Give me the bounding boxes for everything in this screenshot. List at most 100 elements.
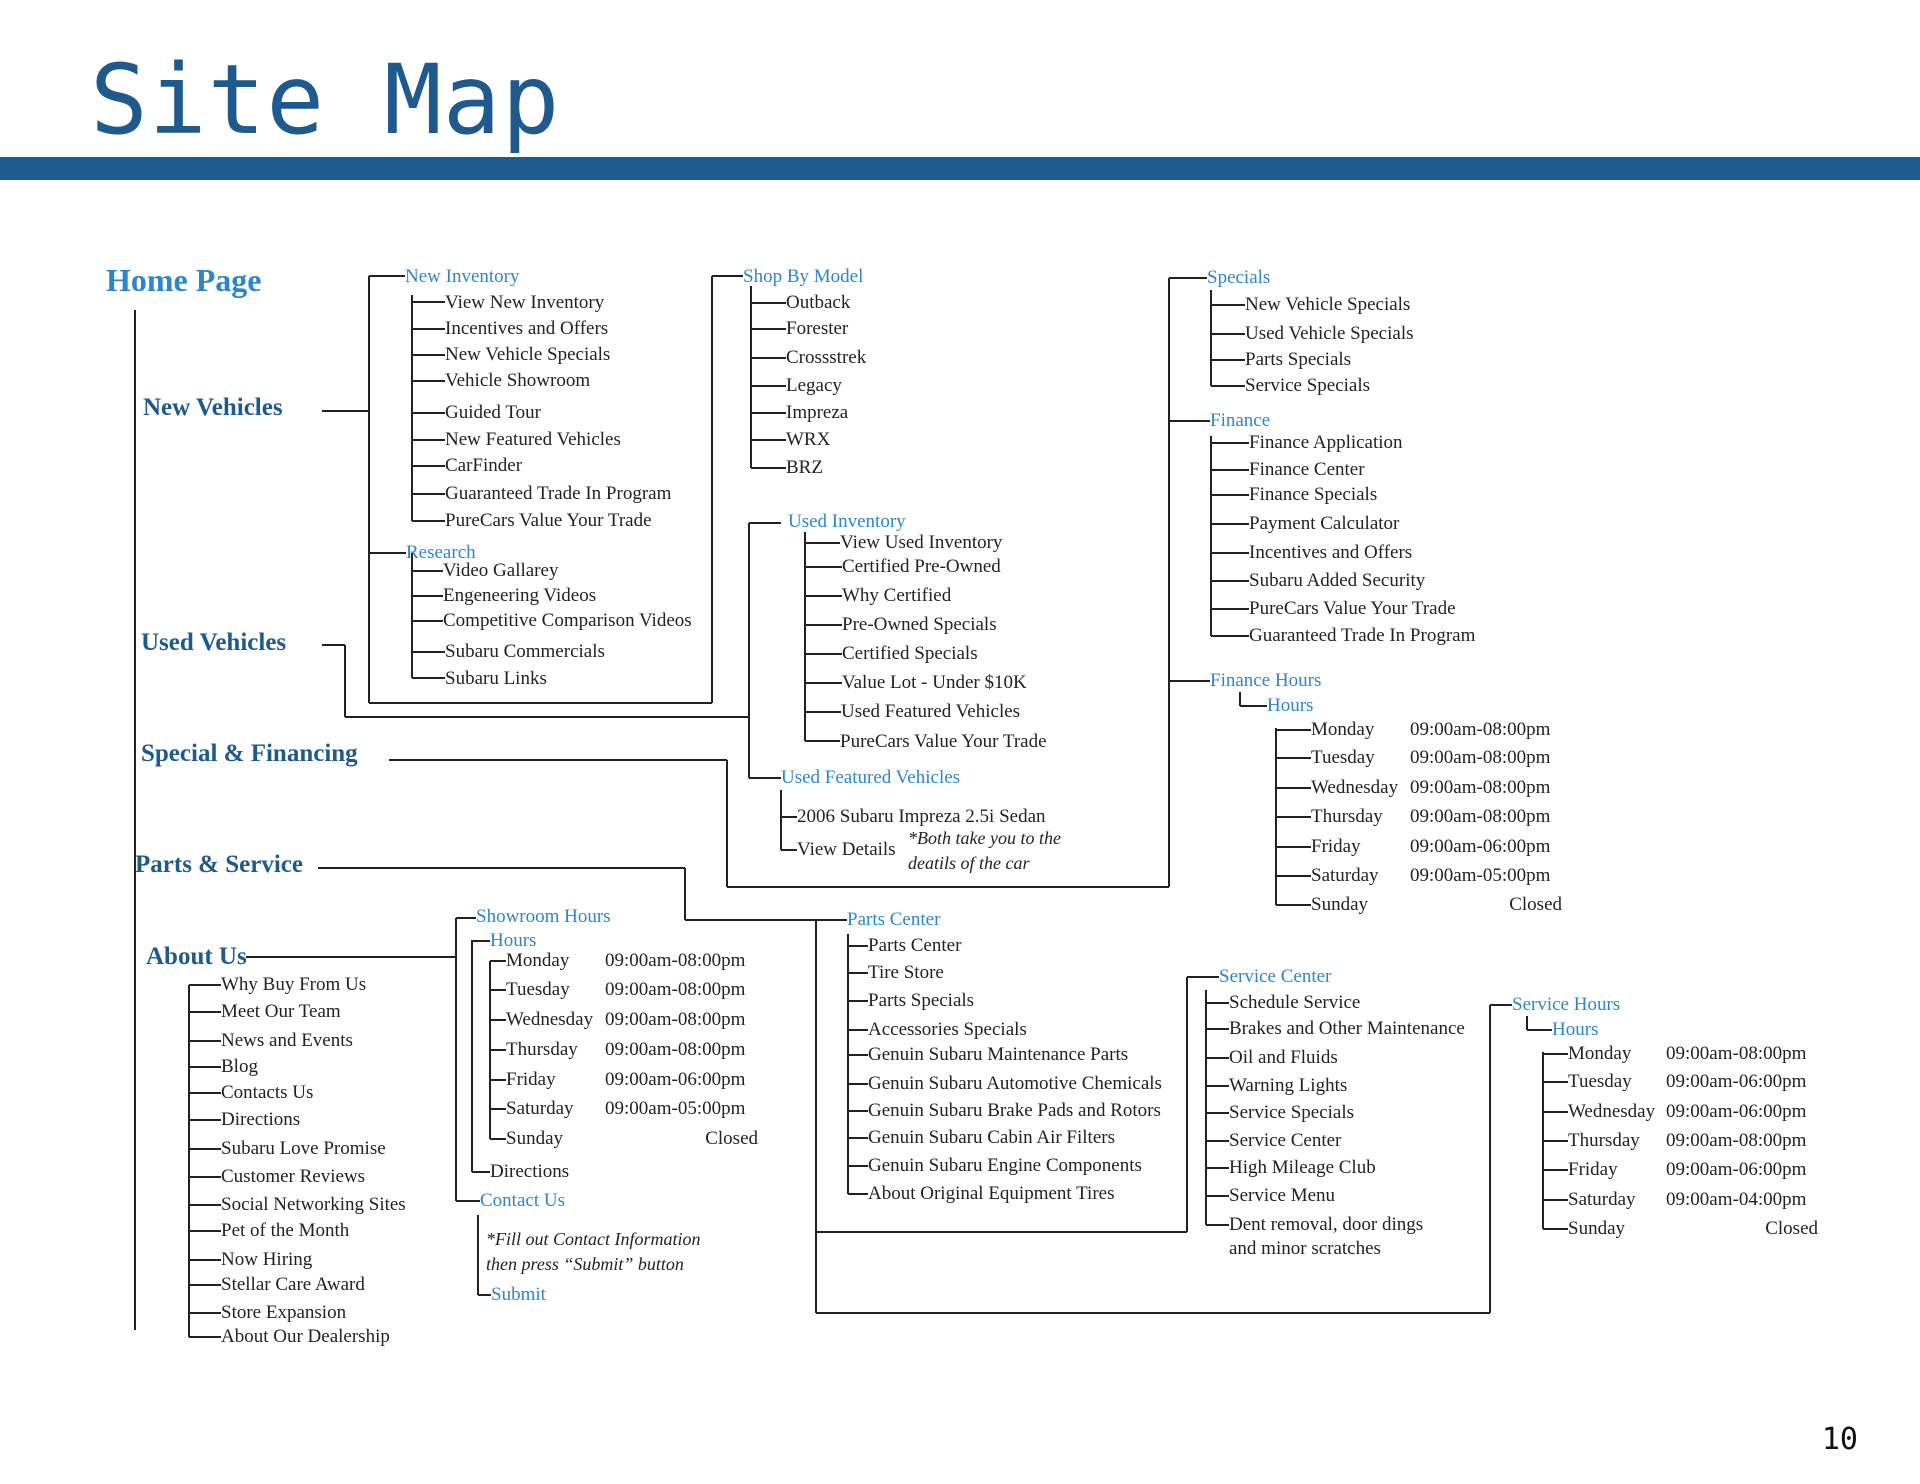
new-inventory-item[interactable]: New Vehicle Specials — [445, 344, 611, 365]
research-item[interactable]: Competitive Comparison Videos — [443, 610, 692, 631]
parts-center-item[interactable]: Genuin Subaru Cabin Air Filters — [868, 1127, 1115, 1148]
submit-link[interactable]: Submit — [491, 1284, 546, 1305]
about-item[interactable]: Now Hiring — [221, 1249, 313, 1270]
research-heading[interactable]: Research — [406, 542, 476, 563]
new-inventory-item[interactable]: Guided Tour — [445, 402, 541, 423]
finance-item[interactable]: Finance Center — [1249, 459, 1365, 480]
research-item[interactable]: Engeneering Videos — [443, 585, 597, 606]
service-hours-time: 09:00am-06:00pm — [1666, 1159, 1807, 1180]
about-item[interactable]: Contacts Us — [221, 1082, 314, 1103]
service-center-item[interactable]: Dent removal, door dings — [1229, 1214, 1424, 1235]
about-item[interactable]: Customer Reviews — [221, 1166, 366, 1187]
service-center-item[interactable]: Oil and Fluids — [1229, 1047, 1338, 1068]
model-item[interactable]: BRZ — [786, 457, 823, 478]
parts-center-item[interactable]: Parts Specials — [868, 990, 975, 1011]
parts-center-item[interactable]: Parts Center — [868, 935, 962, 956]
model-item[interactable]: Impreza — [786, 402, 849, 423]
about-item[interactable]: Why Buy From Us — [221, 974, 367, 995]
about-item[interactable]: Stellar Care Award — [221, 1274, 365, 1295]
section-special-financing[interactable]: Special & Financing — [141, 740, 358, 767]
about-item[interactable]: About Our Dealership — [221, 1326, 390, 1347]
finance-hours-day: Tuesday — [1311, 747, 1375, 768]
section-about-us[interactable]: About Us — [146, 943, 247, 970]
service-center-item[interactable]: High Mileage Club — [1229, 1157, 1376, 1178]
specials-heading[interactable]: Specials — [1207, 267, 1271, 288]
finance-item[interactable]: Finance Application — [1249, 432, 1403, 453]
specials-item[interactable]: Parts Specials — [1245, 349, 1352, 370]
used-inventory-item[interactable]: PureCars Value Your Trade — [840, 731, 1047, 752]
model-item[interactable]: Legacy — [786, 375, 842, 396]
about-item[interactable]: Pet of the Month — [221, 1220, 350, 1241]
contact-us-heading[interactable]: Contact Us — [480, 1190, 565, 1211]
used-inventory-item[interactable]: Value Lot - Under $10K — [842, 672, 1027, 693]
parts-center-item[interactable]: Genuin Subaru Engine Components — [868, 1155, 1142, 1176]
used-inventory-item[interactable]: Pre-Owned Specials — [842, 614, 997, 635]
finance-item[interactable]: Subaru Added Security — [1249, 570, 1426, 591]
new-inventory-item[interactable]: CarFinder — [445, 455, 523, 476]
specials-item[interactable]: Service Specials — [1245, 375, 1371, 396]
finance-heading[interactable]: Finance — [1210, 410, 1271, 431]
used-featured-heading[interactable]: Used Featured Vehicles — [781, 767, 961, 788]
research-item[interactable]: Video Gallarey — [443, 560, 559, 581]
about-item[interactable]: Store Expansion — [221, 1302, 347, 1323]
new-inventory-item[interactable]: Guaranteed Trade In Program — [445, 483, 672, 504]
about-item[interactable]: Directions — [221, 1109, 301, 1130]
parts-center-item[interactable]: About Original Equipment Tires — [868, 1183, 1115, 1204]
new-inventory-item[interactable]: Incentives and Offers — [445, 318, 609, 339]
parts-center-item[interactable]: Tire Store — [868, 962, 944, 983]
showroom-directions[interactable]: Directions — [490, 1161, 570, 1182]
research-item[interactable]: Subaru Links — [445, 668, 547, 689]
model-item[interactable]: Outback — [786, 292, 851, 313]
service-center-item[interactable]: Schedule Service — [1229, 992, 1361, 1013]
used-inventory-item[interactable]: Certified Pre-Owned — [842, 556, 1001, 577]
service-hours-heading[interactable]: Service Hours — [1512, 994, 1621, 1015]
new-inventory-item[interactable]: Vehicle Showroom — [445, 370, 591, 391]
service-center-item[interactable]: Service Specials — [1229, 1102, 1355, 1123]
about-item[interactable]: News and Events — [221, 1030, 353, 1051]
new-inventory-heading[interactable]: New Inventory — [405, 266, 520, 287]
used-featured-item[interactable]: 2006 Subaru Impreza 2.5i Sedan — [797, 806, 1046, 827]
used-inventory-item[interactable]: Why Certified — [842, 585, 952, 606]
about-item[interactable]: Subaru Love Promise — [221, 1138, 386, 1159]
service-center-item[interactable]: Warning Lights — [1229, 1075, 1348, 1096]
used-inventory-item[interactable]: Certified Specials — [842, 643, 978, 664]
model-item[interactable]: WRX — [786, 429, 831, 450]
service-center-item[interactable]: Brakes and Other Maintenance — [1229, 1018, 1465, 1039]
finance-item[interactable]: Finance Specials — [1249, 484, 1378, 505]
about-item[interactable]: Social Networking Sites — [221, 1194, 406, 1215]
parts-center-item[interactable]: Genuin Subaru Maintenance Parts — [868, 1044, 1129, 1065]
new-inventory-item[interactable]: View New Inventory — [445, 292, 605, 313]
service-center-heading[interactable]: Service Center — [1219, 966, 1332, 987]
about-item[interactable]: Blog — [221, 1056, 258, 1077]
model-item[interactable]: Forester — [786, 318, 849, 339]
model-item[interactable]: Crossstrek — [786, 347, 867, 368]
used-featured-item[interactable]: View Details — [797, 839, 896, 860]
new-inventory-item[interactable]: PureCars Value Your Trade — [445, 510, 652, 531]
parts-center-item[interactable]: Genuin Subaru Brake Pads and Rotors — [868, 1100, 1161, 1121]
finance-item[interactable]: PureCars Value Your Trade — [1249, 598, 1456, 619]
shop-by-model-heading[interactable]: Shop By Model — [743, 266, 864, 287]
specials-item[interactable]: Used Vehicle Specials — [1245, 323, 1414, 344]
used-inventory-item[interactable]: View Used Inventory — [840, 532, 1003, 553]
showroom-hours-heading[interactable]: Showroom Hours — [476, 906, 611, 927]
section-parts-service[interactable]: Parts & Service — [135, 851, 303, 878]
parts-center-heading[interactable]: Parts Center — [847, 909, 941, 930]
finance-item[interactable]: Guaranteed Trade In Program — [1249, 625, 1476, 646]
research-item[interactable]: Subaru Commercials — [445, 641, 605, 662]
section-new-vehicles[interactable]: New Vehicles — [143, 394, 283, 421]
parts-center-item[interactable]: Accessories Specials — [868, 1019, 1027, 1040]
used-inventory-item[interactable]: Used Featured Vehicles — [841, 701, 1021, 722]
finance-hours-heading[interactable]: Finance Hours — [1210, 670, 1322, 691]
service-center-item-cont[interactable]: and minor scratches — [1229, 1238, 1381, 1259]
finance-item[interactable]: Payment Calculator — [1249, 513, 1400, 534]
service-center-item[interactable]: Service Center — [1229, 1130, 1342, 1151]
finance-item[interactable]: Incentives and Offers — [1249, 542, 1413, 563]
specials-item[interactable]: New Vehicle Specials — [1245, 294, 1411, 315]
about-item[interactable]: Meet Our Team — [221, 1001, 341, 1022]
parts-center-item[interactable]: Genuin Subaru Automotive Chemicals — [868, 1073, 1162, 1094]
home-page-node[interactable]: Home Page — [106, 262, 262, 298]
service-center-item[interactable]: Service Menu — [1229, 1185, 1336, 1206]
new-inventory-item[interactable]: New Featured Vehicles — [445, 429, 621, 450]
section-used-vehicles[interactable]: Used Vehicles — [141, 629, 287, 656]
used-inventory-heading[interactable]: Used Inventory — [788, 511, 906, 532]
